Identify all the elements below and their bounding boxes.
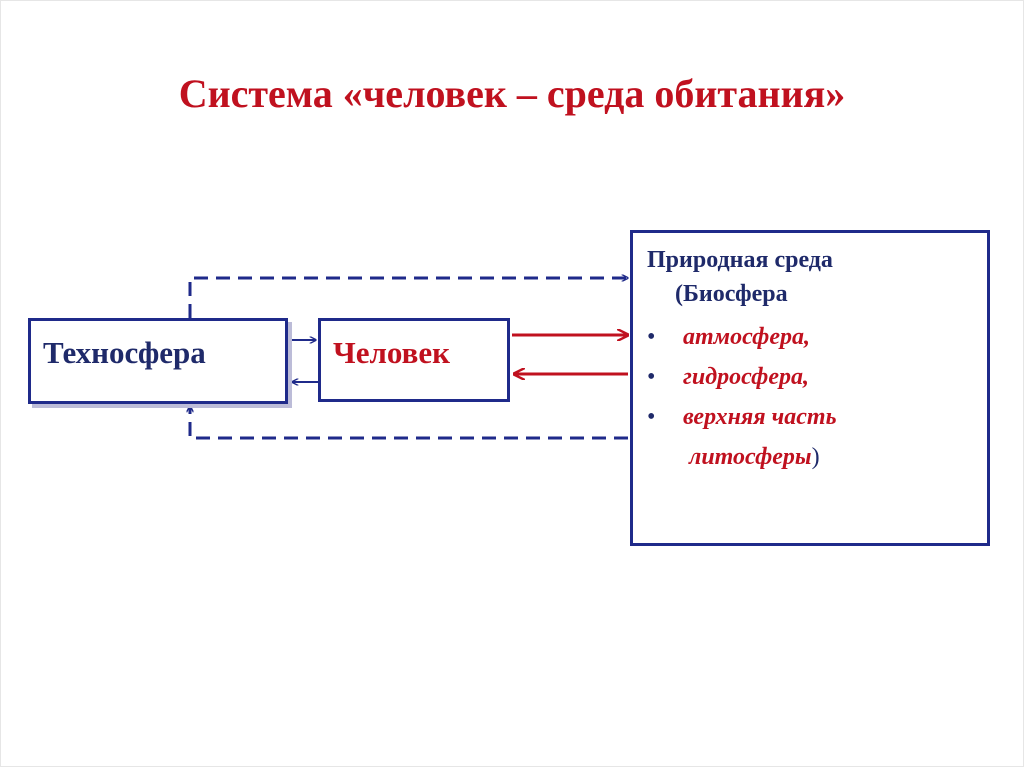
natural-environment-box: Природная среда (Биосфера • атмосфера, •…	[630, 230, 990, 546]
closing-parenthesis: )	[811, 444, 820, 470]
list-item-atmosphere: • атмосфера,	[647, 317, 837, 357]
human-box: Человек	[318, 318, 510, 402]
biosphere-subtitle: (Биосфера	[675, 281, 788, 307]
human-label: Человек	[333, 335, 450, 370]
bullet-icon: •	[647, 404, 656, 430]
technosphere-label: Техносфера	[43, 335, 206, 370]
list-item-hydrosphere: • гидросфера,	[647, 357, 837, 397]
dashed-arrow-top-technosphere-to-nature	[188, 278, 628, 318]
slide-title: Система «человек – среда обитания»	[178, 71, 846, 116]
list-item-text: гидросфера,	[683, 364, 809, 390]
technosphere-box: Техносфера	[28, 318, 288, 404]
natural-environment-title: Природная среда	[647, 247, 833, 273]
natural-environment-heading: Природная среда (Биосфера	[647, 243, 833, 311]
biosphere-components-list: • атмосфера, • гидросфера, • верхняя час…	[647, 317, 837, 477]
list-item-text: атмосфера,	[683, 324, 810, 350]
bullet-icon: •	[647, 324, 656, 350]
dashed-arrow-bottom-nature-to-technosphere	[190, 406, 628, 440]
list-item-continuation: литосферы)	[683, 437, 837, 477]
list-item-continuation-text: литосферы	[689, 444, 812, 470]
list-item-lithosphere: • верхняя часть литосферы)	[647, 397, 837, 477]
list-item-text: верхняя часть	[683, 404, 837, 430]
bullet-icon: •	[647, 364, 656, 390]
